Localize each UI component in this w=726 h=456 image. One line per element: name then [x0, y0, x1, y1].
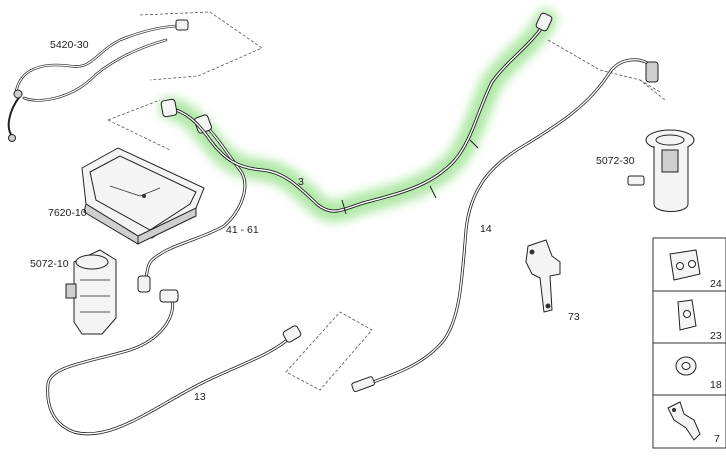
label-41-61: 41 - 61	[226, 224, 259, 236]
reference-dashed-lines	[107, 11, 666, 391]
part-5072-10-filter	[65, 249, 117, 335]
label-5072-10: 5072-10	[30, 258, 69, 270]
legend-num-23: 23	[710, 330, 722, 342]
legend-num-24: 24	[710, 278, 722, 290]
legend-num-7: 7	[714, 433, 720, 445]
label-5420-30: 5420-30	[50, 39, 89, 51]
pipe-13	[46, 289, 302, 436]
part-5420-30-harness	[7, 19, 189, 142]
label-pipe-13: 13	[194, 391, 206, 403]
label-pipe-14: 14	[480, 223, 492, 235]
parts-legend: 24 23 18 7	[652, 237, 726, 449]
label-7620-10: 7620-10	[48, 207, 87, 219]
pipe-3	[160, 12, 553, 215]
label-73: 73	[568, 311, 580, 323]
washer-icon	[675, 356, 697, 376]
pipe-3-highlight	[159, 9, 557, 223]
part-5072-30-pump	[627, 129, 695, 212]
part-7620-10-tray	[81, 147, 205, 245]
double-clip-icon	[669, 249, 701, 281]
legend-num-18: 18	[710, 379, 722, 391]
label-pipe-3: 3	[298, 176, 304, 188]
label-5072-30: 5072-30	[596, 155, 635, 167]
pipe-14	[351, 58, 659, 393]
single-clip-icon	[677, 299, 697, 331]
bracket-icon	[667, 401, 701, 441]
part-73-bracket	[525, 239, 561, 313]
